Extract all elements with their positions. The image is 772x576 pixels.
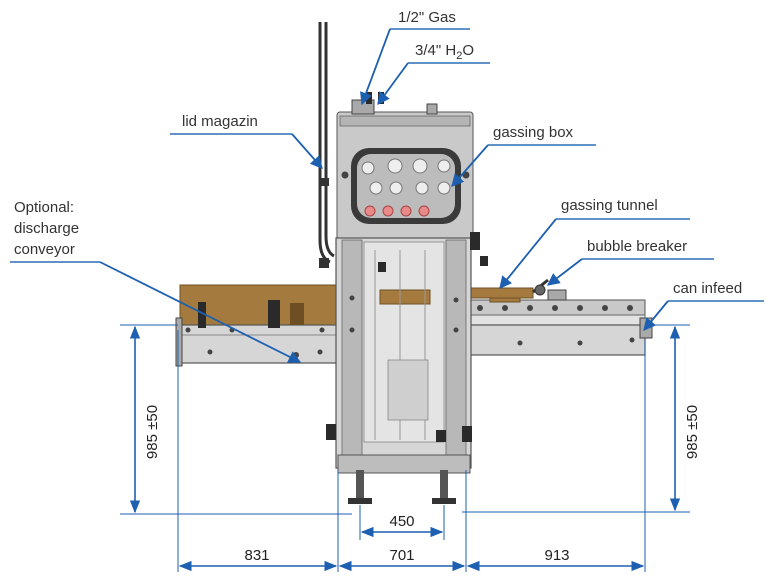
infeed-conveyor — [469, 291, 653, 356]
label-optional: Optional: — [14, 199, 74, 216]
label-h2o: 3/4" H2O — [415, 42, 474, 62]
dim-left-width: 831 — [244, 547, 269, 564]
dim-foot-span: 450 — [389, 513, 414, 530]
label-lid-magazin: lid magazin — [182, 113, 258, 130]
label-gassing-box: gassing box — [493, 124, 574, 141]
dimensions: 985 ±50 985 ±50 450 831 701 913 — [120, 324, 701, 572]
label-gassing-tunnel: gassing tunnel — [561, 197, 658, 214]
label-conveyor: conveyor — [14, 241, 75, 258]
machine-drawing — [175, 22, 653, 504]
dim-center-width: 701 — [389, 547, 414, 564]
machine-feet — [348, 470, 456, 504]
dim-height-left: 985 ±50 — [144, 405, 161, 459]
label-discharge: discharge — [14, 220, 79, 237]
label-can-infeed: can infeed — [673, 280, 742, 297]
bubble-breaker-device — [532, 278, 567, 301]
supply-pipes — [318, 22, 335, 268]
dim-height-right: 985 ±50 — [684, 405, 701, 459]
label-bubble-breaker: bubble breaker — [587, 238, 687, 255]
label-gas: 1/2" Gas — [398, 9, 456, 26]
dim-right-width: 913 — [544, 547, 569, 564]
gassing-box-window — [341, 148, 470, 224]
main-body — [326, 232, 488, 474]
annotations: 1/2" Gas 3/4" H2O lid magazin gassing bo… — [10, 9, 764, 363]
discharge-wood-guide — [179, 284, 341, 330]
discharge-conveyor — [175, 284, 341, 367]
